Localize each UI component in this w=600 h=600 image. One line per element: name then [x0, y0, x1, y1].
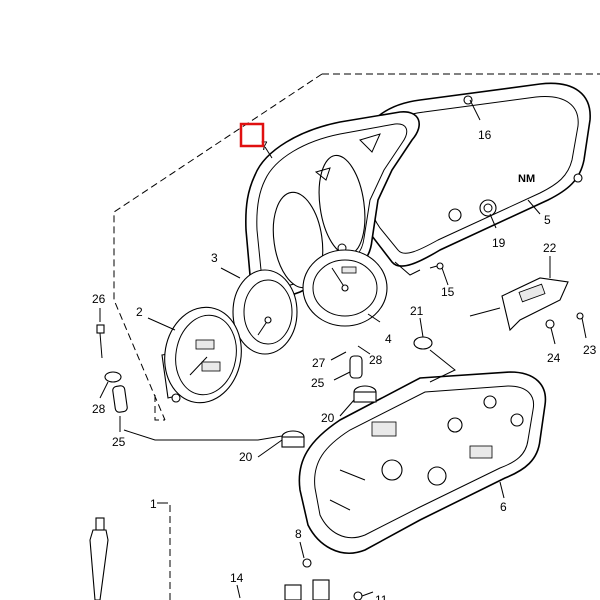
meter-housing[interactable]: [298, 371, 547, 554]
callout-28-lower: 28: [92, 402, 106, 416]
callout-5: 5: [544, 213, 551, 227]
assembly-boundary: [113, 73, 600, 600]
screw-23[interactable]: [576, 312, 584, 320]
screw-26[interactable]: [96, 324, 105, 359]
callout-2: 2: [136, 305, 143, 319]
grommet-21[interactable]: [413, 336, 433, 350]
selection-box[interactable]: [239, 122, 265, 148]
callout-16: 16: [478, 128, 492, 142]
callout-25-lower: 25: [112, 435, 126, 449]
callout-3: 3: [211, 251, 218, 265]
callout-22: 22: [543, 241, 557, 255]
callout-7: 7: [261, 139, 268, 153]
callout-25-upper: 25: [311, 376, 325, 390]
callout-24: 24: [547, 351, 561, 365]
leader-bracket: [154, 395, 165, 421]
callout-26: 26: [92, 292, 106, 306]
callout-21: 21: [410, 304, 424, 318]
collar-25[interactable]: [112, 385, 128, 413]
callout-28-upper: 28: [369, 353, 383, 367]
grommet-20-lower[interactable]: [281, 430, 305, 448]
callout-27: 27: [312, 356, 326, 370]
fuel-gauge[interactable]: [232, 269, 298, 355]
bulb-sockets-11-14[interactable]: [284, 579, 363, 600]
meter-bezel[interactable]: [245, 111, 420, 298]
bush-25-upper[interactable]: [349, 355, 363, 379]
callout-19: 19: [492, 236, 506, 250]
bolt-15[interactable]: [429, 262, 444, 270]
callout-15: 15: [441, 285, 455, 299]
callout-11: 11: [375, 593, 388, 600]
leader-lines: [99, 99, 587, 599]
lcd-module[interactable]: [501, 277, 569, 332]
callout-20-upper: 20: [321, 411, 335, 425]
callout-8: 8: [295, 527, 302, 541]
speedometer-cable[interactable]: [89, 517, 109, 600]
callout-23: 23: [583, 343, 597, 357]
washer-28[interactable]: [104, 371, 122, 383]
callout-20-lower: 20: [239, 450, 253, 464]
callout-4: 4: [385, 332, 392, 346]
grommet-20-upper[interactable]: [353, 385, 377, 403]
speedometer-gauge[interactable]: [157, 301, 249, 409]
svg-text:NM: NM: [518, 173, 535, 185]
callout-6: 6: [500, 500, 507, 514]
tachometer-gauge[interactable]: [302, 249, 388, 327]
screw-8[interactable]: [302, 558, 312, 568]
nut-24[interactable]: [545, 319, 555, 329]
callout-1: 1: [150, 497, 157, 511]
callout-14: 14: [230, 571, 244, 585]
